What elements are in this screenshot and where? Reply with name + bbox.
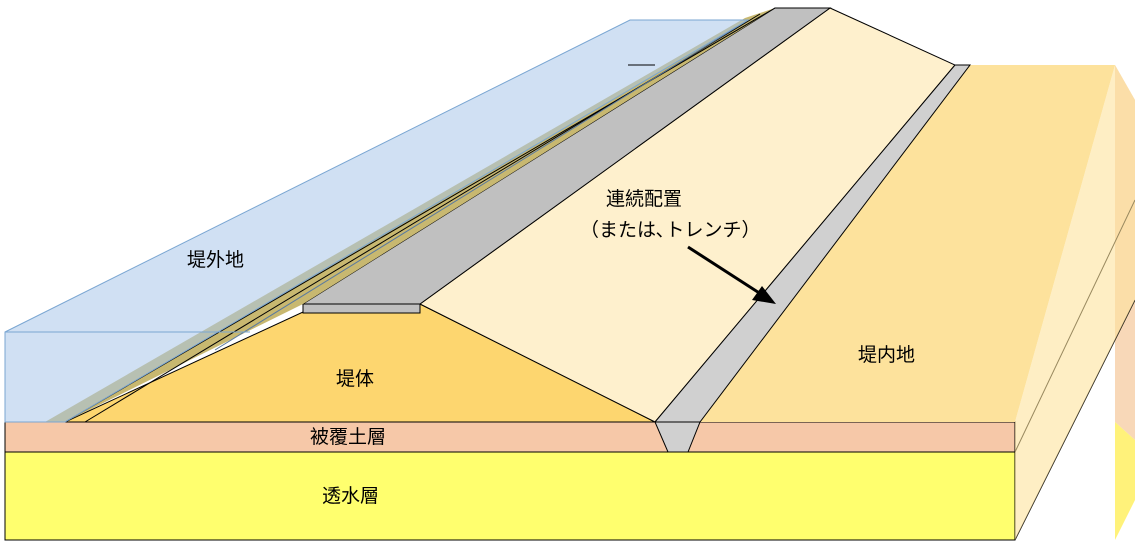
water-body [4, 19, 750, 423]
inner-land-right-side [1015, 65, 1135, 540]
outer-land-label: 堤外地 [187, 249, 245, 271]
trench-bottom [654, 421, 701, 453]
permeable-layer-label: 透水層 [322, 485, 380, 507]
inner-land-label: 堤内地 [858, 344, 916, 366]
crown-road-edge [302, 303, 421, 314]
placement-arrow-shaft [687, 245, 765, 298]
cover-soil-layer-label: 被覆土層 [310, 426, 387, 448]
levee-body-label: 堤体 [336, 368, 375, 390]
inner-land-surface [700, 65, 1115, 422]
slope-line-3 [214, 21, 746, 351]
permeable-layer [4, 451, 1016, 541]
permeable-layer-right-face [1115, 422, 1135, 540]
cover-soil-layer [4, 421, 1016, 453]
placement-note-label: （または､トレンチ） [580, 219, 761, 241]
placement-title-label: 連続配置 [606, 188, 683, 210]
placement-arrow-head [752, 286, 776, 304]
